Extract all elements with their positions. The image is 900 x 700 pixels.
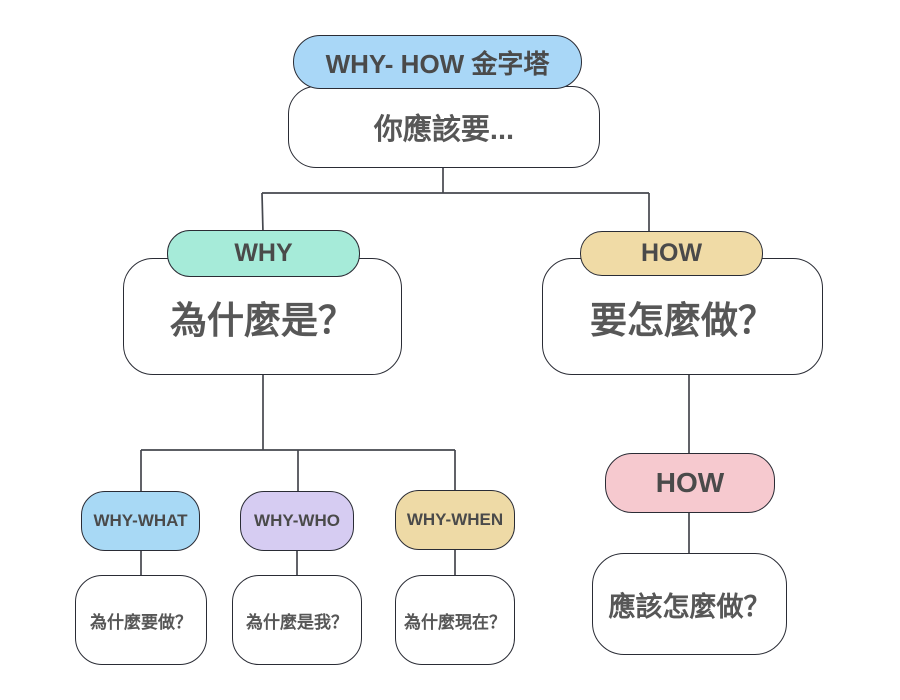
why-who-body-box: 為什麼是我？ xyxy=(232,575,362,665)
root-body-label: 你應該要... xyxy=(373,114,515,146)
why-tag-label: WHY xyxy=(234,239,293,267)
why-what-tag-pill: WHY-WHAT xyxy=(81,491,200,551)
how-sub-body-box: 應該怎麼做？ xyxy=(592,553,787,655)
why-what-body-label: 為什麼要做？ xyxy=(90,612,192,632)
why-when-body-box: 為什麼現在？ xyxy=(395,575,515,665)
why-body-box: 為什麼是？ xyxy=(123,258,402,375)
how-sub-body-label: 應該怎麼做？ xyxy=(608,591,771,622)
root-tag-label: WHY- HOW 金字塔 xyxy=(325,48,550,79)
why-what-body-box: 為什麼要做？ xyxy=(75,575,207,665)
root-tag-pill: WHY- HOW 金字塔 xyxy=(293,35,582,89)
why-what-tag-label: WHY-WHAT xyxy=(93,511,188,530)
why-body-label: 為什麼是？ xyxy=(170,299,355,341)
how-sub-tag-label: HOW xyxy=(655,467,725,498)
connector-line xyxy=(261,192,264,234)
how-body-label: 要怎麼做？ xyxy=(590,299,775,341)
why-when-tag-label: WHY-WHEN xyxy=(406,510,504,529)
why-when-tag-pill: WHY-WHEN xyxy=(395,490,515,550)
how-tag-label: HOW xyxy=(640,239,703,267)
why-tag-pill: WHY xyxy=(167,230,360,277)
why-who-body-label: 為什麼是我？ xyxy=(246,612,348,632)
how-tag-pill: HOW xyxy=(580,231,763,276)
how-sub-tag-pill: HOW xyxy=(605,453,775,513)
why-when-body-label: 為什麼現在？ xyxy=(404,612,506,632)
why-who-tag-label: WHY-WHO xyxy=(254,511,340,530)
why-who-tag-pill: WHY-WHO xyxy=(240,491,354,551)
root-body-box: 你應該要... xyxy=(288,86,600,168)
